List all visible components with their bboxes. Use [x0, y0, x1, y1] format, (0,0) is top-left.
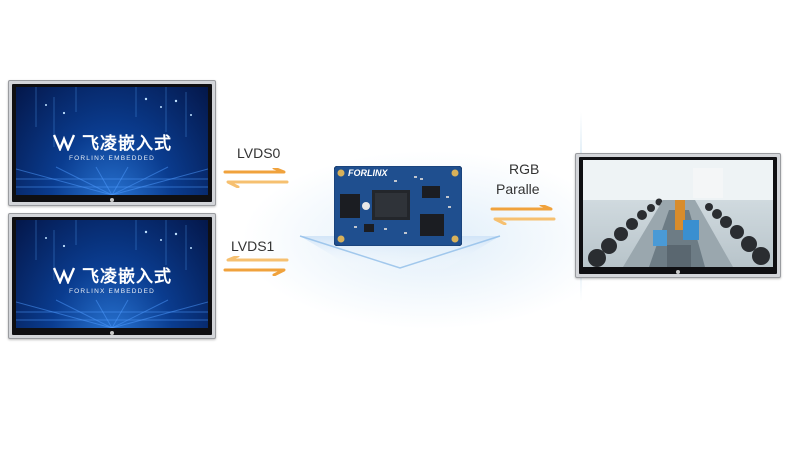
forlinx-logo-icon	[52, 267, 76, 284]
logo-chinese-text: 飞凌嵌入式	[82, 267, 172, 286]
board-brand-text: FORLINX	[348, 168, 388, 178]
rgb-label: RGB	[509, 161, 540, 177]
data-rain-graphic	[16, 220, 208, 328]
logo-english-text: FORLINX EMBEDDED	[68, 155, 155, 162]
power-led	[110, 198, 114, 202]
lvds0-bidirectional-arrow-icon	[223, 168, 289, 188]
som-board: FORLINX	[333, 165, 463, 247]
rgb-screen	[583, 160, 773, 267]
board-graphic	[333, 165, 463, 247]
lvds1-label: LVDS1	[231, 238, 275, 254]
lvds0-display: 飞凌嵌入式 FORLINX EMBEDDED	[8, 80, 216, 206]
lvds0-screen: 飞凌嵌入式 FORLINX EMBEDDED	[16, 87, 208, 195]
logo-english-text: FORLINX EMBEDDED	[68, 288, 155, 295]
logo-chinese-text: 飞凌嵌入式	[82, 134, 172, 153]
power-led	[110, 331, 114, 335]
lvds0-label: LVDS0	[237, 145, 281, 161]
production-line-graphic	[583, 160, 773, 267]
lvds1-screen: 飞凌嵌入式 FORLINX EMBEDDED	[16, 220, 208, 328]
power-led	[676, 270, 680, 274]
parallel-label: Paralle	[496, 181, 540, 197]
lvds1-bidirectional-arrow-icon	[223, 256, 289, 276]
forlinx-logo-icon	[52, 134, 76, 151]
data-rain-graphic	[16, 87, 208, 195]
rgb-display	[575, 153, 781, 278]
rgb-bidirectional-arrow-icon	[490, 205, 556, 225]
lvds1-display: 飞凌嵌入式 FORLINX EMBEDDED	[8, 213, 216, 339]
